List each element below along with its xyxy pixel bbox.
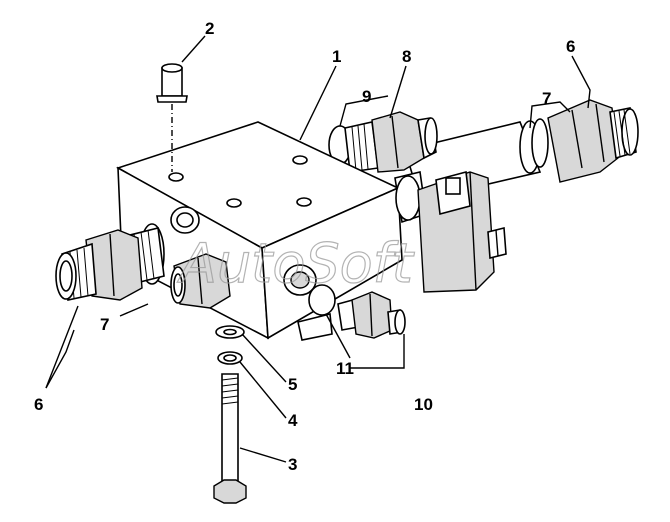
bolt <box>213 373 247 504</box>
callout-5: 5 <box>288 375 297 394</box>
lower-right-fitting <box>308 284 406 339</box>
left-fitting <box>55 223 165 301</box>
callout-8: 8 <box>402 47 411 66</box>
callout-6-right: 6 <box>566 37 575 56</box>
callout-2: 2 <box>205 19 214 38</box>
callout-4: 4 <box>288 411 298 430</box>
upper-fitting <box>328 111 438 173</box>
lock-washer <box>217 351 243 365</box>
leader-lines <box>45 35 591 463</box>
lower-o-ring <box>308 284 336 316</box>
callout-6-left: 6 <box>34 395 43 414</box>
callout-10: 10 <box>414 395 433 414</box>
pin <box>156 63 188 172</box>
right-o-ring <box>531 118 549 168</box>
callout-11: 11 <box>336 359 354 378</box>
callout-7-right: 7 <box>542 89 551 108</box>
callout-7-left: 7 <box>100 315 109 334</box>
watermark: AutoSoft <box>177 232 415 295</box>
washer <box>215 325 245 339</box>
solenoid-valve <box>394 170 507 293</box>
front-plug <box>170 253 231 309</box>
callout-9: 9 <box>362 87 371 106</box>
callout-3: 3 <box>288 455 297 474</box>
callout-1: 1 <box>332 47 341 66</box>
